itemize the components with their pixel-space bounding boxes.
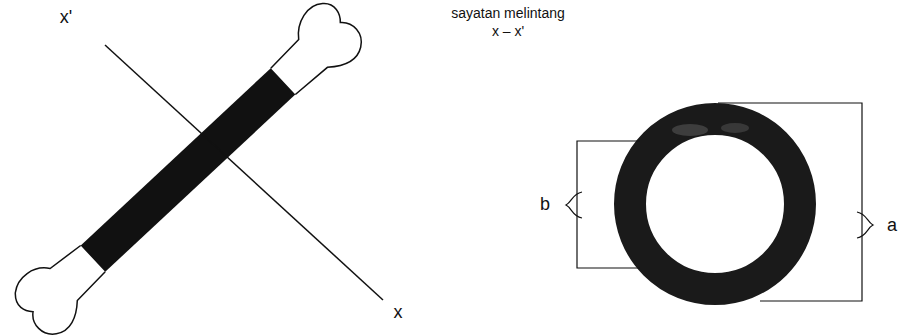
dimension-label: a xyxy=(887,216,897,236)
long-bone xyxy=(5,0,371,335)
bone-ring xyxy=(630,119,800,289)
section-caption: x – x' xyxy=(492,24,524,39)
bone-epiphysis xyxy=(259,0,370,105)
section-caption: sayatan melintang xyxy=(451,6,565,21)
section-mark: x xyxy=(394,303,403,323)
dimension-bracket xyxy=(566,103,873,301)
bone-cross-section xyxy=(630,119,800,289)
ring-texture xyxy=(721,123,749,133)
bone-epiphysis xyxy=(6,234,116,335)
bone-shaft xyxy=(80,67,296,272)
section-line xyxy=(105,45,383,300)
ring-texture xyxy=(672,124,708,136)
section-mark: x' xyxy=(60,8,72,28)
dimension-label: b xyxy=(540,195,550,215)
